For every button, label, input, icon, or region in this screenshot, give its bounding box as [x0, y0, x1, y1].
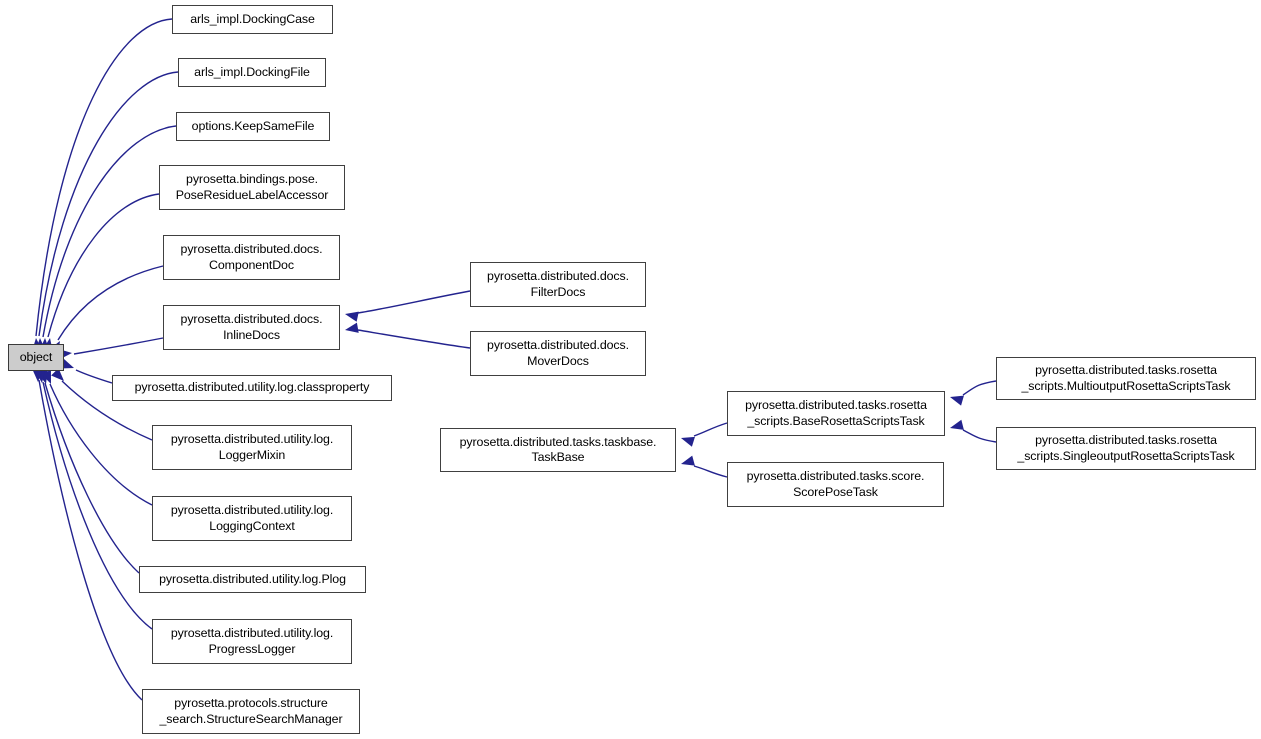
class-node-structuresearch[interactable]: pyrosetta.protocols.structure _search.St…: [142, 689, 360, 734]
class-node-classproperty[interactable]: pyrosetta.distributed.utility.log.classp…: [112, 375, 392, 401]
edge-dockingcase-to-object: [35, 18, 173, 337]
edge-baserosetta-to-taskbase: [693, 422, 728, 437]
class-node-dockingfile[interactable]: arls_impl.DockingFile: [178, 58, 326, 87]
edge-dockingfile-to-object: [38, 71, 179, 337]
edge-scoreposetask-to-taskbase: [693, 465, 728, 478]
class-node-plog[interactable]: pyrosetta.distributed.utility.log.Plog: [139, 566, 366, 593]
class-node-filterdocs[interactable]: pyrosetta.distributed.docs. FilterDocs: [470, 262, 646, 307]
class-node-baserosetta[interactable]: pyrosetta.distributed.tasks.rosetta _scr…: [727, 391, 945, 436]
class-node-inlinedocs[interactable]: pyrosetta.distributed.docs. InlineDocs: [163, 305, 340, 350]
class-node-multioutput[interactable]: pyrosetta.distributed.tasks.rosetta _scr…: [996, 357, 1256, 400]
class-node-poseresidue[interactable]: pyrosetta.bindings.pose. PoseResidueLabe…: [159, 165, 345, 210]
class-node-taskbase[interactable]: pyrosetta.distributed.tasks.taskbase. Ta…: [440, 428, 676, 472]
edge-componentdoc-to-object: [57, 265, 164, 341]
edge-inlinedocs-to-object: [73, 337, 164, 355]
edge-multioutput-to-baserosetta: [962, 380, 997, 396]
edge-plog-to-object: [44, 382, 140, 574]
edge-poseresidue-to-object: [47, 193, 160, 338]
class-node-dockingcase[interactable]: arls_impl.DockingCase: [172, 5, 333, 34]
arrowhead-progresslogger: [35, 369, 46, 383]
arrowhead-singleoutput: [950, 419, 964, 430]
edge-moverdocs-to-object: [357, 329, 471, 349]
class-node-componentdoc[interactable]: pyrosetta.distributed.docs. ComponentDoc: [163, 235, 340, 280]
class-node-scoreposetask[interactable]: pyrosetta.distributed.tasks.score. Score…: [727, 462, 944, 507]
arrowhead-scoreposetask: [681, 455, 695, 466]
edge-progresslogger-to-object: [42, 381, 153, 630]
edge-keepsamefile-to-object: [42, 125, 177, 338]
class-node-loggingcontext[interactable]: pyrosetta.distributed.utility.log. Loggi…: [152, 496, 352, 541]
class-node-object[interactable]: object: [8, 344, 64, 371]
class-node-singleoutput[interactable]: pyrosetta.distributed.tasks.rosetta _scr…: [996, 427, 1256, 470]
arrowhead-baserosetta: [681, 436, 695, 447]
arrowhead-multioutput: [950, 395, 964, 406]
edge-loggingcontext-to-object: [49, 383, 153, 506]
edge-classproperty-to-object: [75, 369, 113, 384]
arrowhead-filterdocs: [345, 311, 359, 322]
arrowhead-plog: [37, 370, 48, 384]
arrowhead-moverdocs: [345, 322, 359, 333]
class-node-progresslogger[interactable]: pyrosetta.distributed.utility.log. Progr…: [152, 619, 352, 664]
edge-structuresearch-to-object: [38, 379, 143, 701]
class-node-loggermixin[interactable]: pyrosetta.distributed.utility.log. Logge…: [152, 425, 352, 470]
class-node-keepsamefile[interactable]: options.KeepSameFile: [176, 112, 330, 141]
edge-filterdocs-to-object: [357, 290, 471, 314]
arrowhead-loggingcontext: [41, 369, 51, 384]
class-node-moverdocs[interactable]: pyrosetta.distributed.docs. MoverDocs: [470, 331, 646, 376]
edge-singleoutput-to-baserosetta: [962, 429, 997, 443]
